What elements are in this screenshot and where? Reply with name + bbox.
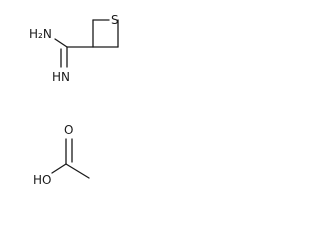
amine-label: H₂N [29,27,52,41]
sulfur-atom-label: S [111,13,119,27]
carboxyl-oh-bond [51,163,67,174]
methyl-to-carboxyl-bond [65,163,90,179]
thietane-carboximidamide-structure: S H₂N HN [29,13,119,84]
structure-canvas: S H₂N HN O HO [29,13,119,187]
carbonyl-oxygen-label: O [64,123,73,137]
hydroxyl-label: HO [33,173,51,187]
acetic-acid-structure: O HO [33,123,90,187]
imine-label: HN [52,70,70,84]
amidine-c-n-single-bond [54,38,68,48]
